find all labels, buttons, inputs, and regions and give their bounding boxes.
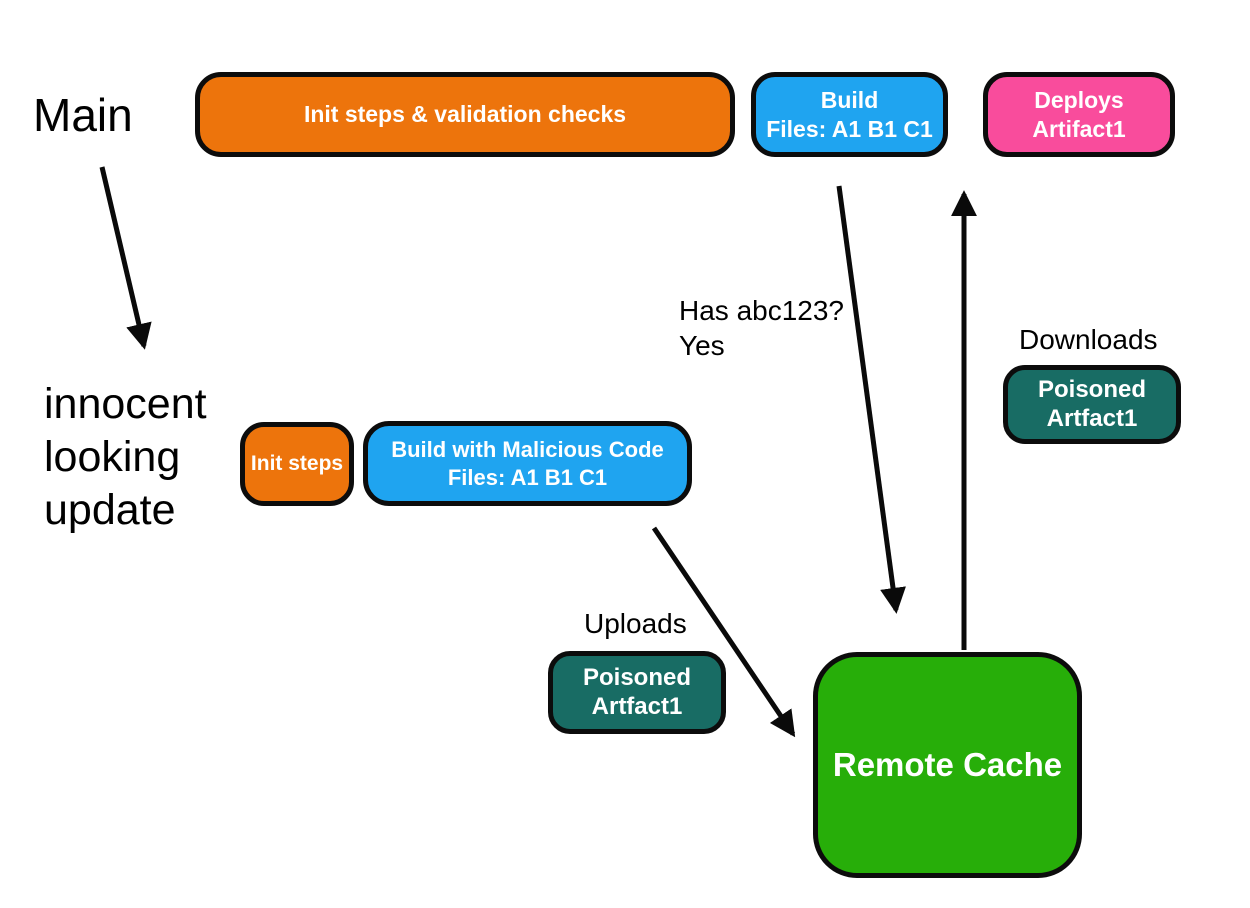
main-branch-label: Main bbox=[33, 89, 133, 141]
uploads-annotation: Uploads bbox=[584, 608, 687, 639]
has-abc123-annotation: Has abc123? Yes bbox=[679, 295, 845, 361]
innocent-update-label: innocent looking update bbox=[44, 380, 207, 534]
node-poisoned-artifact-upload: Poisoned Artfact1 bbox=[548, 651, 726, 734]
node-build-files: Build Files: A1 B1 C1 bbox=[751, 72, 948, 157]
node-init-validation-checks: Init steps & validation checks bbox=[195, 72, 735, 157]
arrow-main-to-update bbox=[99, 166, 152, 350]
node-deploys-artifact1: Deploys Artifact1 bbox=[983, 72, 1175, 157]
node-build-with-malicious-code: Build with Malicious Code Files: A1 B1 C… bbox=[363, 421, 692, 506]
node-remote-cache: Remote Cache bbox=[813, 652, 1082, 878]
arrow-build-to-cache bbox=[836, 185, 906, 614]
downloads-annotation: Downloads bbox=[1019, 324, 1158, 355]
node-poisoned-artifact-download: Poisoned Artfact1 bbox=[1003, 365, 1181, 444]
node-init-steps: Init steps bbox=[240, 422, 354, 506]
